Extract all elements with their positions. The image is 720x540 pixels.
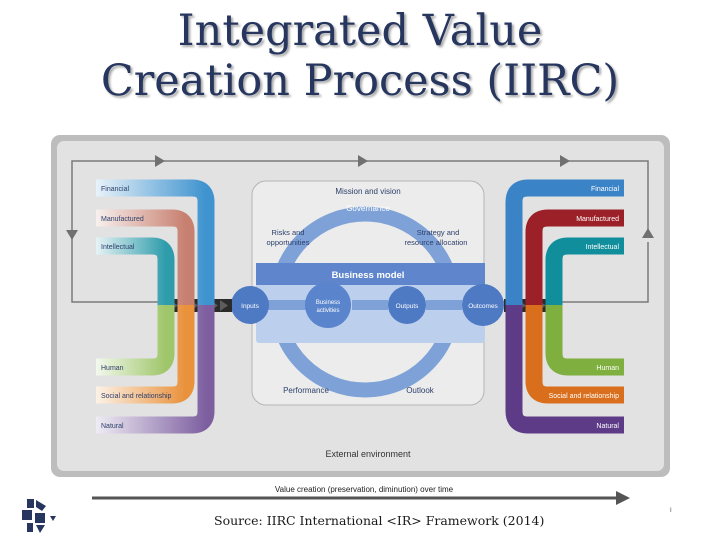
output-capitals: FinancialManufacturedIntellectualHumanSo… — [505, 179, 624, 434]
input-capital-label: Human — [101, 365, 124, 372]
lattice-logo-icon — [22, 499, 56, 533]
outputs-node — [388, 286, 426, 324]
feedback-arrows — [66, 155, 654, 240]
risks-label-2: opportunities — [267, 238, 310, 247]
activities-node — [305, 282, 351, 328]
risks-label-1: Risks and — [272, 228, 305, 237]
loop-arrow-3 — [560, 155, 570, 167]
output-ribbon-3 — [545, 305, 624, 376]
input-capitals: FinancialManufacturedIntellectualHumanSo… — [96, 179, 215, 434]
inputs-label: Inputs — [241, 303, 259, 310]
loop-arrow-down — [66, 230, 78, 240]
output-capital-label: Social and relationship — [549, 393, 620, 400]
input-capital-label: Intellectual — [101, 244, 135, 251]
output-capital-label: Natural — [596, 423, 619, 430]
performance-label: Performance — [283, 386, 329, 395]
output-ribbon-2 — [545, 237, 624, 305]
input-ribbon-2 — [96, 237, 175, 305]
output-ribbon-0 — [505, 179, 624, 305]
input-ribbon-1 — [96, 209, 195, 305]
loop-arrow-1 — [155, 155, 165, 167]
loop-arrow-up — [642, 228, 654, 238]
input-capital-label: Social and relationship — [101, 393, 172, 400]
output-capital-label: Financial — [591, 186, 619, 193]
value-creation-label: Value creation (preservation, diminution… — [275, 485, 454, 494]
activities-label-2: activities — [316, 308, 339, 314]
outlook-label: Outlook — [406, 386, 435, 395]
governance-label: Governance — [346, 204, 390, 213]
output-ribbon-4 — [525, 305, 624, 404]
title-line-1: Integrated Value — [177, 6, 543, 56]
output-ribbon-1 — [525, 209, 624, 305]
source-citation: Source: IIRC International <IR> Framewor… — [214, 513, 545, 528]
activities-label-1: Business — [316, 300, 340, 306]
strategy-label-1: Strategy and — [417, 228, 460, 237]
input-ribbon-0 — [96, 179, 215, 305]
inputs-node — [231, 286, 269, 324]
input-capital-label: Natural — [101, 423, 124, 430]
external-environment-label: External environment — [325, 449, 411, 459]
output-capital-label: Manufactured — [576, 216, 619, 223]
mission-and-vision-label: Mission and vision — [335, 187, 400, 196]
business-model-band — [256, 263, 485, 285]
strategy-label-2: resource allocation — [405, 238, 468, 247]
input-ribbon-4 — [96, 305, 195, 404]
output-capital-label: Human — [596, 365, 619, 372]
slide-title: Integrated Value Creation Process (IIRC) — [0, 6, 720, 106]
slide-number: I — [670, 508, 672, 514]
output-capital-label: Intellectual — [586, 244, 620, 251]
outcomes-label: Outcomes — [468, 303, 498, 310]
output-ribbon-5 — [505, 305, 624, 434]
outputs-label: Outputs — [396, 303, 420, 310]
loop-arrow-2 — [358, 155, 368, 167]
input-ribbon-3 — [96, 305, 175, 376]
input-ribbon-5 — [96, 305, 215, 434]
business-model-label: Business model — [332, 270, 405, 281]
arrow-right-icon — [616, 491, 630, 505]
title-line-2: Creation Process (IIRC) — [100, 56, 620, 106]
input-capital-label: Financial — [101, 186, 129, 193]
outcomes-node — [462, 284, 504, 326]
input-capital-label: Manufactured — [101, 216, 144, 223]
